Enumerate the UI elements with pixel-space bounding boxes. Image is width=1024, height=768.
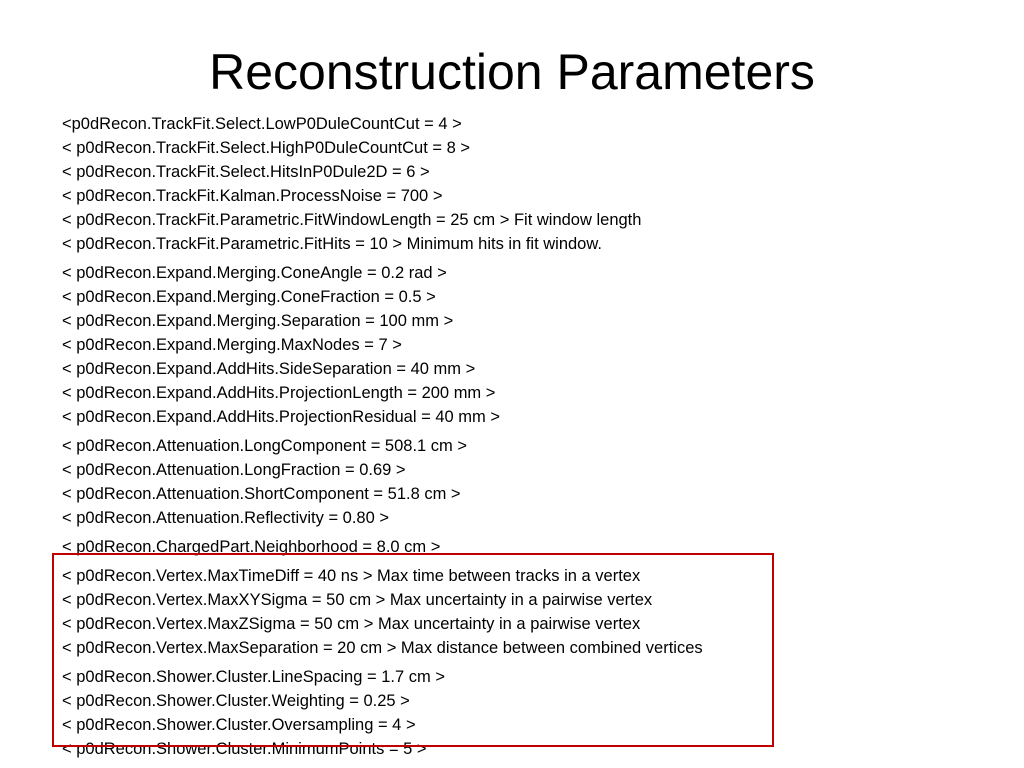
parameter-line: < p0dRecon.Expand.Merging.Separation = 1…	[62, 312, 454, 330]
parameter-group-attenuation: < p0dRecon.Attenuation.LongComponent = 5…	[62, 434, 1002, 530]
parameter-line: < p0dRecon.Vertex.MaxTimeDiff = 40 ns > …	[62, 567, 641, 585]
parameter-line: < p0dRecon.TrackFit.Kalman.ProcessNoise …	[62, 187, 443, 205]
parameter-line: < p0dRecon.TrackFit.Select.HighP0DuleCou…	[62, 139, 470, 157]
parameter-line: < p0dRecon.Shower.Cluster.MinimumPoints …	[62, 740, 427, 758]
parameter-line: < p0dRecon.TrackFit.Parametric.FitHits =…	[62, 235, 602, 253]
parameter-line: < p0dRecon.Shower.Cluster.Oversampling =…	[62, 716, 416, 734]
slide-title: Reconstruction Parameters	[209, 44, 815, 100]
parameter-line: < p0dRecon.Expand.Merging.ConeAngle = 0.…	[62, 264, 447, 282]
parameter-line: < p0dRecon.Shower.Cluster.LineSpacing = …	[62, 668, 445, 686]
parameter-line: < p0dRecon.Expand.Merging.ConeFraction =…	[62, 288, 436, 306]
parameter-line: < p0dRecon.Vertex.MaxZSigma = 50 cm > Ma…	[62, 615, 641, 633]
parameter-line: < p0dRecon.Attenuation.ShortComponent = …	[62, 485, 461, 503]
parameter-group-chargedpart: < p0dRecon.ChargedPart.Neighborhood = 8.…	[62, 535, 1002, 559]
parameter-line: < p0dRecon.Attenuation.LongComponent = 5…	[62, 437, 467, 455]
parameter-line: < p0dRecon.TrackFit.Select.HitsInP0Dule2…	[62, 163, 430, 181]
parameter-line: < p0dRecon.Expand.AddHits.SideSeparation…	[62, 360, 476, 378]
parameter-line: < p0dRecon.Vertex.MaxSeparation = 20 cm …	[62, 639, 703, 657]
parameter-line: < p0dRecon.Attenuation.Reflectivity = 0.…	[62, 509, 390, 527]
parameter-group-expand: < p0dRecon.Expand.Merging.ConeAngle = 0.…	[62, 261, 1002, 429]
parameter-group-vertex: < p0dRecon.Vertex.MaxTimeDiff = 40 ns > …	[62, 564, 1002, 660]
parameter-line: < p0dRecon.TrackFit.Parametric.FitWindow…	[62, 211, 642, 229]
parameter-line: < p0dRecon.Attenuation.LongFraction = 0.…	[62, 461, 406, 479]
parameter-line: < p0dRecon.ChargedPart.Neighborhood = 8.…	[62, 538, 441, 556]
parameter-list: <p0dRecon.TrackFit.Select.LowP0DuleCount…	[62, 112, 1002, 766]
parameter-line: < p0dRecon.Expand.Merging.MaxNodes = 7 >	[62, 336, 402, 354]
parameter-line: < p0dRecon.Expand.AddHits.ProjectionLeng…	[62, 384, 496, 402]
parameter-line: < p0dRecon.Shower.Cluster.Weighting = 0.…	[62, 692, 410, 710]
parameter-line: <p0dRecon.TrackFit.Select.LowP0DuleCount…	[62, 115, 462, 133]
parameter-line: < p0dRecon.Expand.AddHits.ProjectionResi…	[62, 408, 500, 426]
parameter-line: < p0dRecon.Vertex.MaxXYSigma = 50 cm > M…	[62, 591, 653, 609]
parameter-group-shower: < p0dRecon.Shower.Cluster.LineSpacing = …	[62, 665, 1002, 761]
parameter-group-trackfit: <p0dRecon.TrackFit.Select.LowP0DuleCount…	[62, 112, 1002, 256]
